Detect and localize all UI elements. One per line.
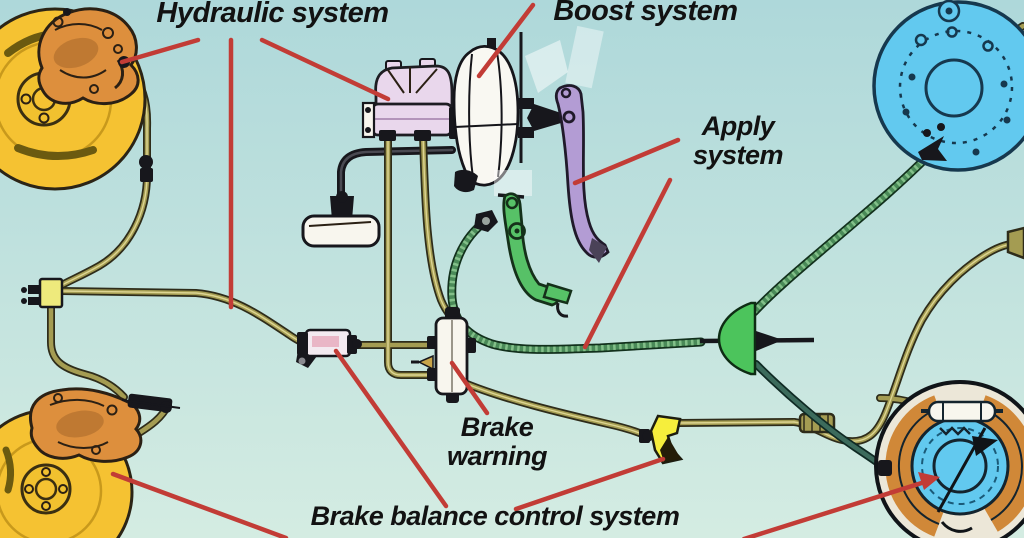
master-cylinder bbox=[361, 58, 461, 141]
combination-valve bbox=[411, 307, 476, 403]
pedal-pad bbox=[589, 238, 607, 263]
callout-balance-caliper bbox=[110, 471, 289, 538]
callout-balance-drum bbox=[741, 478, 931, 538]
metering-valve bbox=[296, 328, 362, 368]
callout-warning bbox=[449, 360, 490, 416]
label-boost-system: Boost system bbox=[553, 0, 738, 27]
drum-brake-top-right bbox=[872, 0, 1024, 172]
pushrod bbox=[527, 104, 561, 131]
brake-caliper bbox=[37, 7, 140, 105]
label-brake-warning: Brake warning bbox=[446, 412, 548, 471]
label-brake-balance-control-system: Brake balance control system bbox=[310, 501, 680, 531]
disc-brake-top-left bbox=[0, 7, 147, 191]
bell-fitting bbox=[1006, 226, 1024, 260]
tee-junction bbox=[21, 277, 64, 309]
callout-boost bbox=[476, 2, 536, 79]
callout-hydraulic-mc bbox=[259, 37, 391, 102]
callout-balance-loadvalve bbox=[513, 456, 666, 512]
mounting-flange bbox=[361, 101, 376, 139]
parking-brake-pedal bbox=[494, 170, 573, 318]
cable-anchor bbox=[918, 123, 947, 161]
callout-hydraulic-caliper bbox=[119, 37, 201, 65]
brake-caliper bbox=[29, 387, 143, 463]
callout-apply-cable bbox=[582, 177, 673, 350]
cable-equalizer bbox=[717, 301, 783, 376]
callout-balance-metering bbox=[333, 348, 449, 509]
cable-anchor bbox=[878, 460, 892, 476]
vacuum-hose bbox=[337, 146, 456, 204]
bleeder-fitting bbox=[417, 354, 434, 371]
brake-booster bbox=[452, 25, 604, 193]
callout-lines bbox=[110, 2, 940, 538]
brake-pedal bbox=[554, 84, 610, 263]
vacuum-reservoir bbox=[301, 191, 381, 248]
hose-fitting bbox=[121, 393, 181, 413]
wheel-cylinder bbox=[921, 400, 1003, 423]
callout-apply-pedal bbox=[572, 137, 681, 186]
hose-fitting bbox=[139, 155, 153, 169]
drum-brake-bottom-right bbox=[874, 380, 1024, 538]
label-apply-system: Apply system bbox=[692, 111, 784, 170]
load-sensing-valve bbox=[639, 414, 684, 465]
label-hydraulic-system: Hydraulic system bbox=[156, 0, 389, 29]
disc-brake-bottom-left bbox=[0, 387, 181, 538]
pedal-pad bbox=[542, 282, 573, 305]
